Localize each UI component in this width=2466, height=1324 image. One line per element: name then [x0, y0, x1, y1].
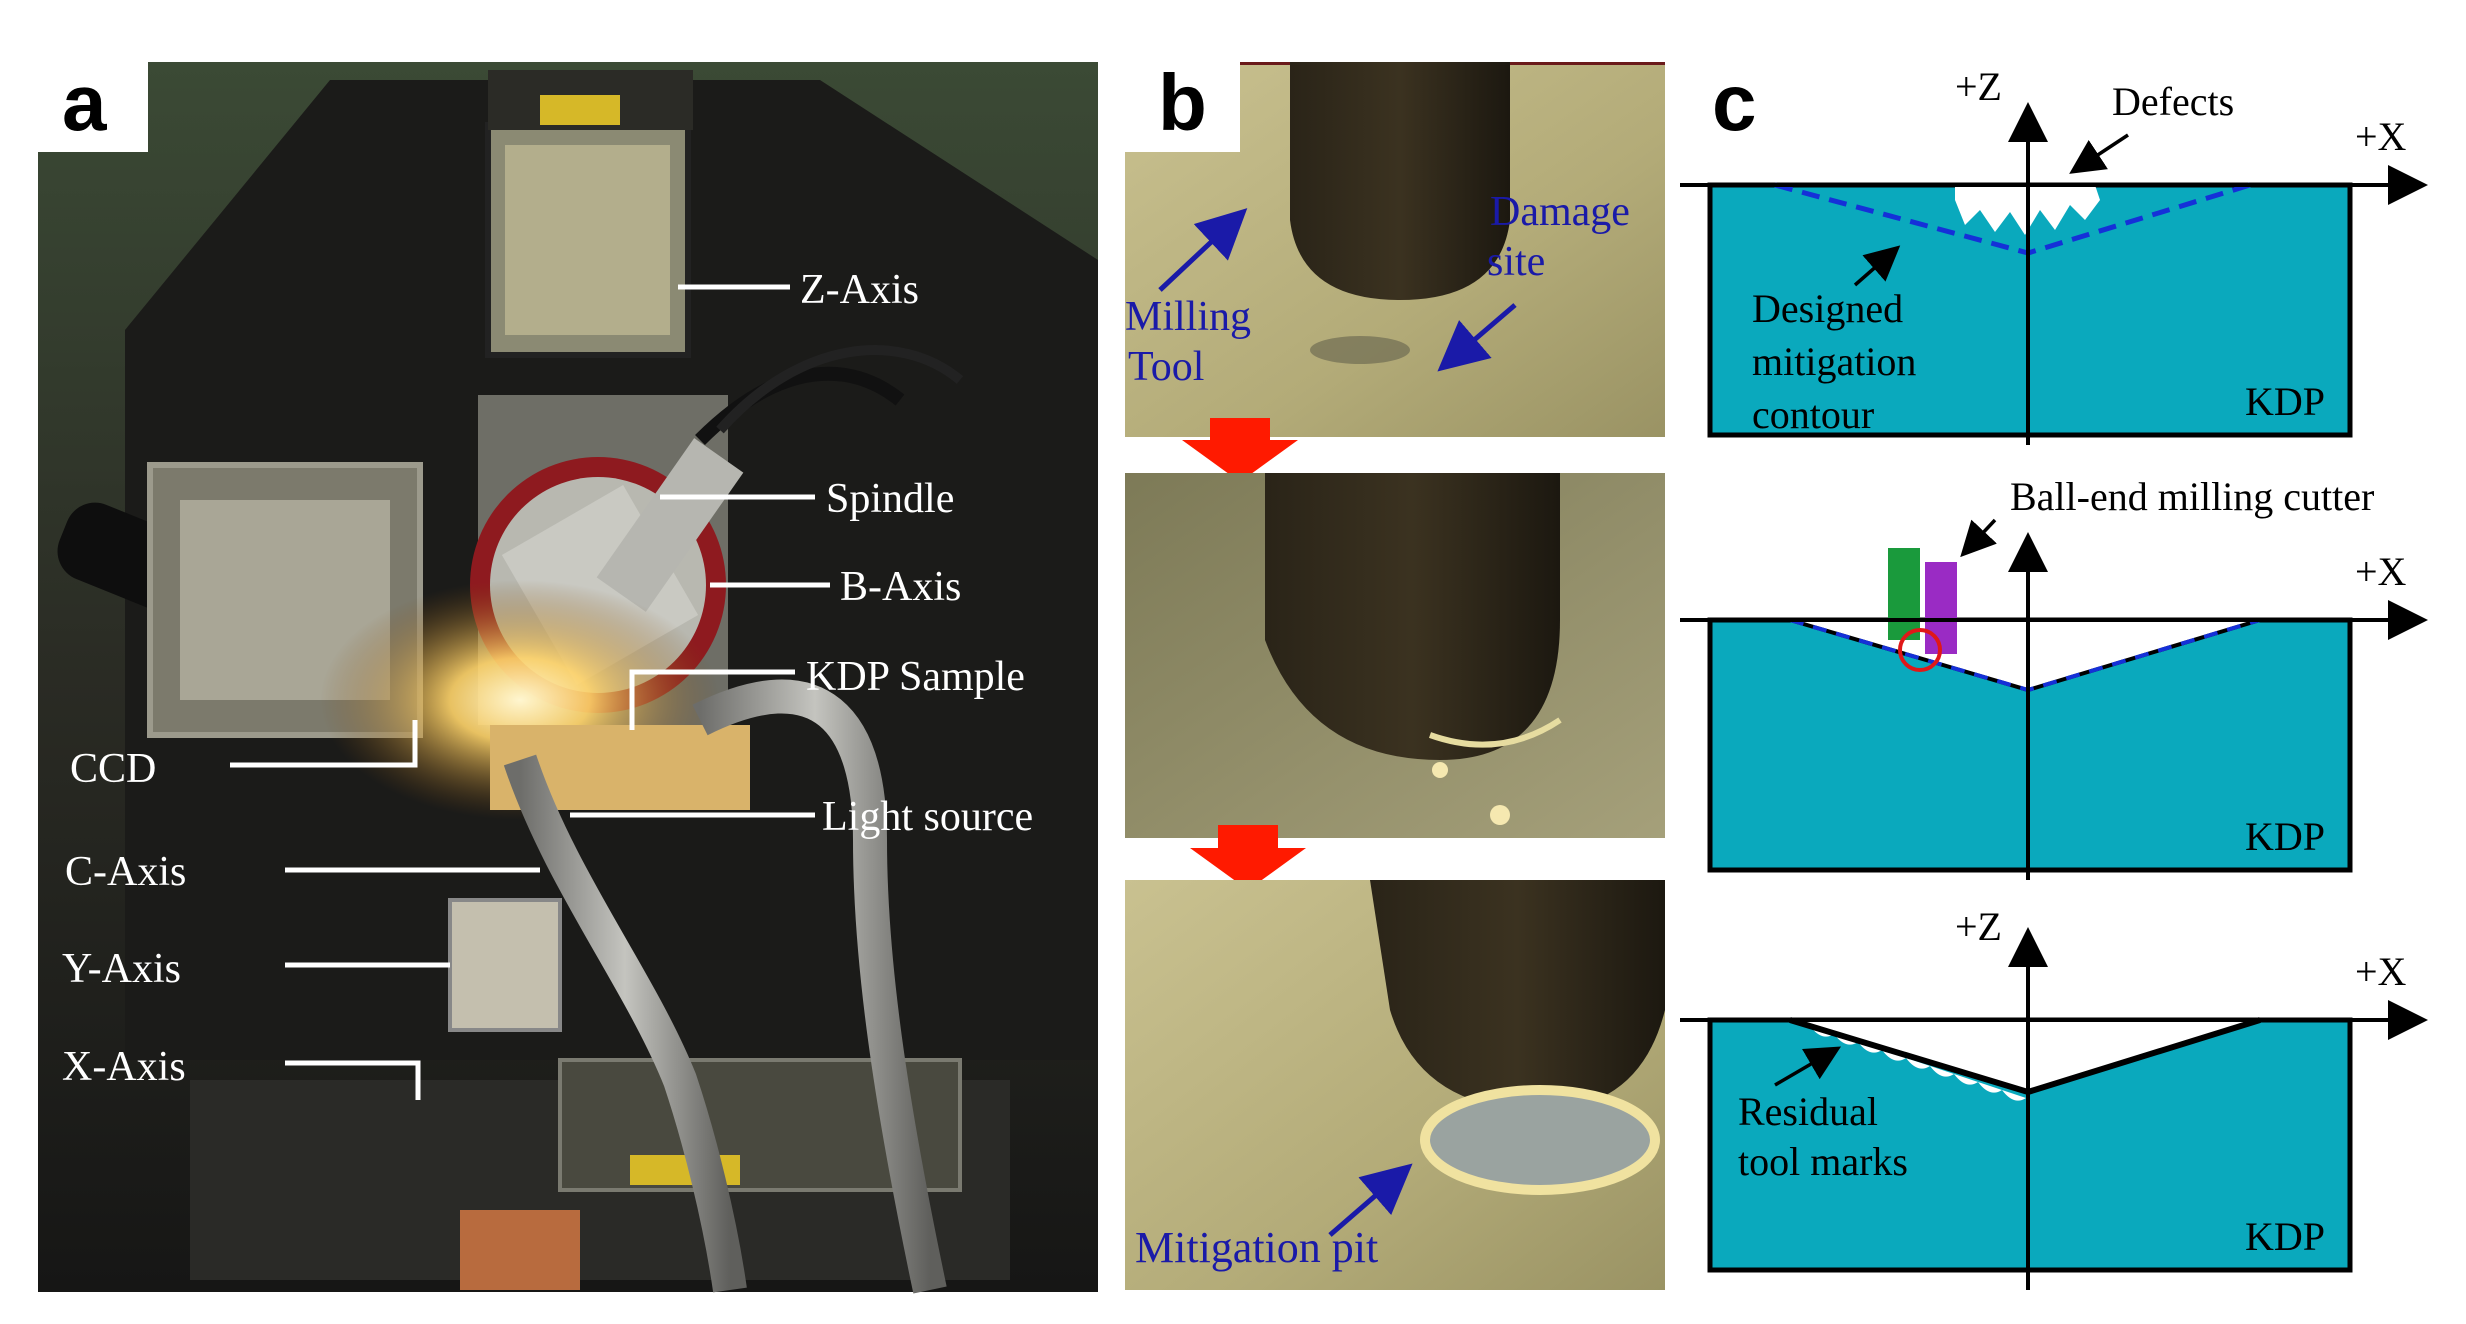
fiber-hose-2 — [692, 679, 947, 1294]
label-c-axis: C-Axis — [65, 849, 186, 895]
panel-b-image-1: b Milling Tool Damage site — [1125, 58, 1665, 437]
y-axis-block — [448, 898, 562, 1032]
label-mitigation-pit: Mitigation pit — [1135, 1223, 1378, 1272]
label-z-axis: Z-Axis — [800, 267, 919, 313]
panel-c: c +Z +X Defects Designed mitigation cont… — [1680, 58, 2428, 1290]
label-z-top: +Z — [1955, 64, 2002, 109]
cutter-purple — [1925, 562, 1957, 654]
label-kdp-top: KDP — [2245, 379, 2325, 424]
panel-c-letter: c — [1712, 58, 1757, 147]
panel-b-image-3: Mitigation pit — [1125, 880, 1665, 1290]
label-tool: Tool — [1128, 344, 1204, 390]
label-designed: Designed — [1752, 286, 1903, 331]
schematic-middle: Ball-end milling cutter +X KDP — [1680, 474, 2428, 880]
label-kdp-middle: KDP — [2245, 814, 2325, 859]
label-kdp-sample: KDP Sample — [806, 654, 1025, 700]
panel-b-letter: b — [1158, 58, 1207, 147]
panel-a: a Z-Axis Spindle B-Axis KDP Sample CCD L… — [38, 58, 1098, 1294]
panel-b-image-2 — [1125, 473, 1665, 838]
residual-tool-marks — [1790, 1020, 2260, 1101]
cutter-green — [1888, 548, 1920, 640]
label-mitigation: mitigation — [1752, 339, 1916, 384]
spindle-cylinder — [596, 438, 744, 612]
milling-tool-1 — [1290, 62, 1510, 300]
label-site: site — [1487, 239, 1545, 285]
mitigation-pit-shape — [1420, 1085, 1660, 1195]
label-x-middle: +X — [2355, 549, 2407, 594]
schematic-bottom: +Z +X Residual tool marks KDP — [1680, 904, 2428, 1290]
label-tool-marks: tool marks — [1738, 1139, 1908, 1184]
schematic-top: +Z +X Defects Designed mitigation contou… — [1680, 64, 2428, 445]
down-arrow-2 — [1190, 825, 1306, 890]
label-spindle: Spindle — [826, 476, 954, 522]
down-arrow-1 — [1182, 418, 1298, 482]
label-light-source: Light source — [822, 794, 1033, 840]
contact-circle — [1898, 628, 1942, 672]
label-y-axis: Y-Axis — [62, 946, 181, 992]
label-x-top: +X — [2355, 114, 2407, 159]
milling-tool-3 — [1370, 880, 1665, 1110]
label-residual: Residual — [1738, 1089, 1878, 1134]
label-b-axis: B-Axis — [840, 564, 961, 610]
label-contour: contour — [1752, 392, 1874, 437]
label-milling: Milling — [1125, 294, 1251, 340]
label-ball-end-cutter: Ball-end milling cutter — [2010, 474, 2374, 519]
label-defects: Defects — [2112, 79, 2234, 124]
label-ccd: CCD — [70, 746, 156, 792]
milling-tool-2 — [1265, 473, 1560, 760]
label-x-bottom: +X — [2355, 949, 2407, 994]
label-kdp-bottom: KDP — [2245, 1214, 2325, 1259]
panel-b: b Milling Tool Damage site — [1125, 58, 1665, 1290]
label-x-axis: X-Axis — [62, 1044, 186, 1090]
label-damage: Damage — [1490, 189, 1630, 235]
leader-lines — [230, 284, 830, 1100]
label-z-bottom: +Z — [1955, 904, 2002, 949]
fiber-hose-1 — [503, 754, 747, 1293]
panel-a-letter: a — [62, 58, 107, 147]
